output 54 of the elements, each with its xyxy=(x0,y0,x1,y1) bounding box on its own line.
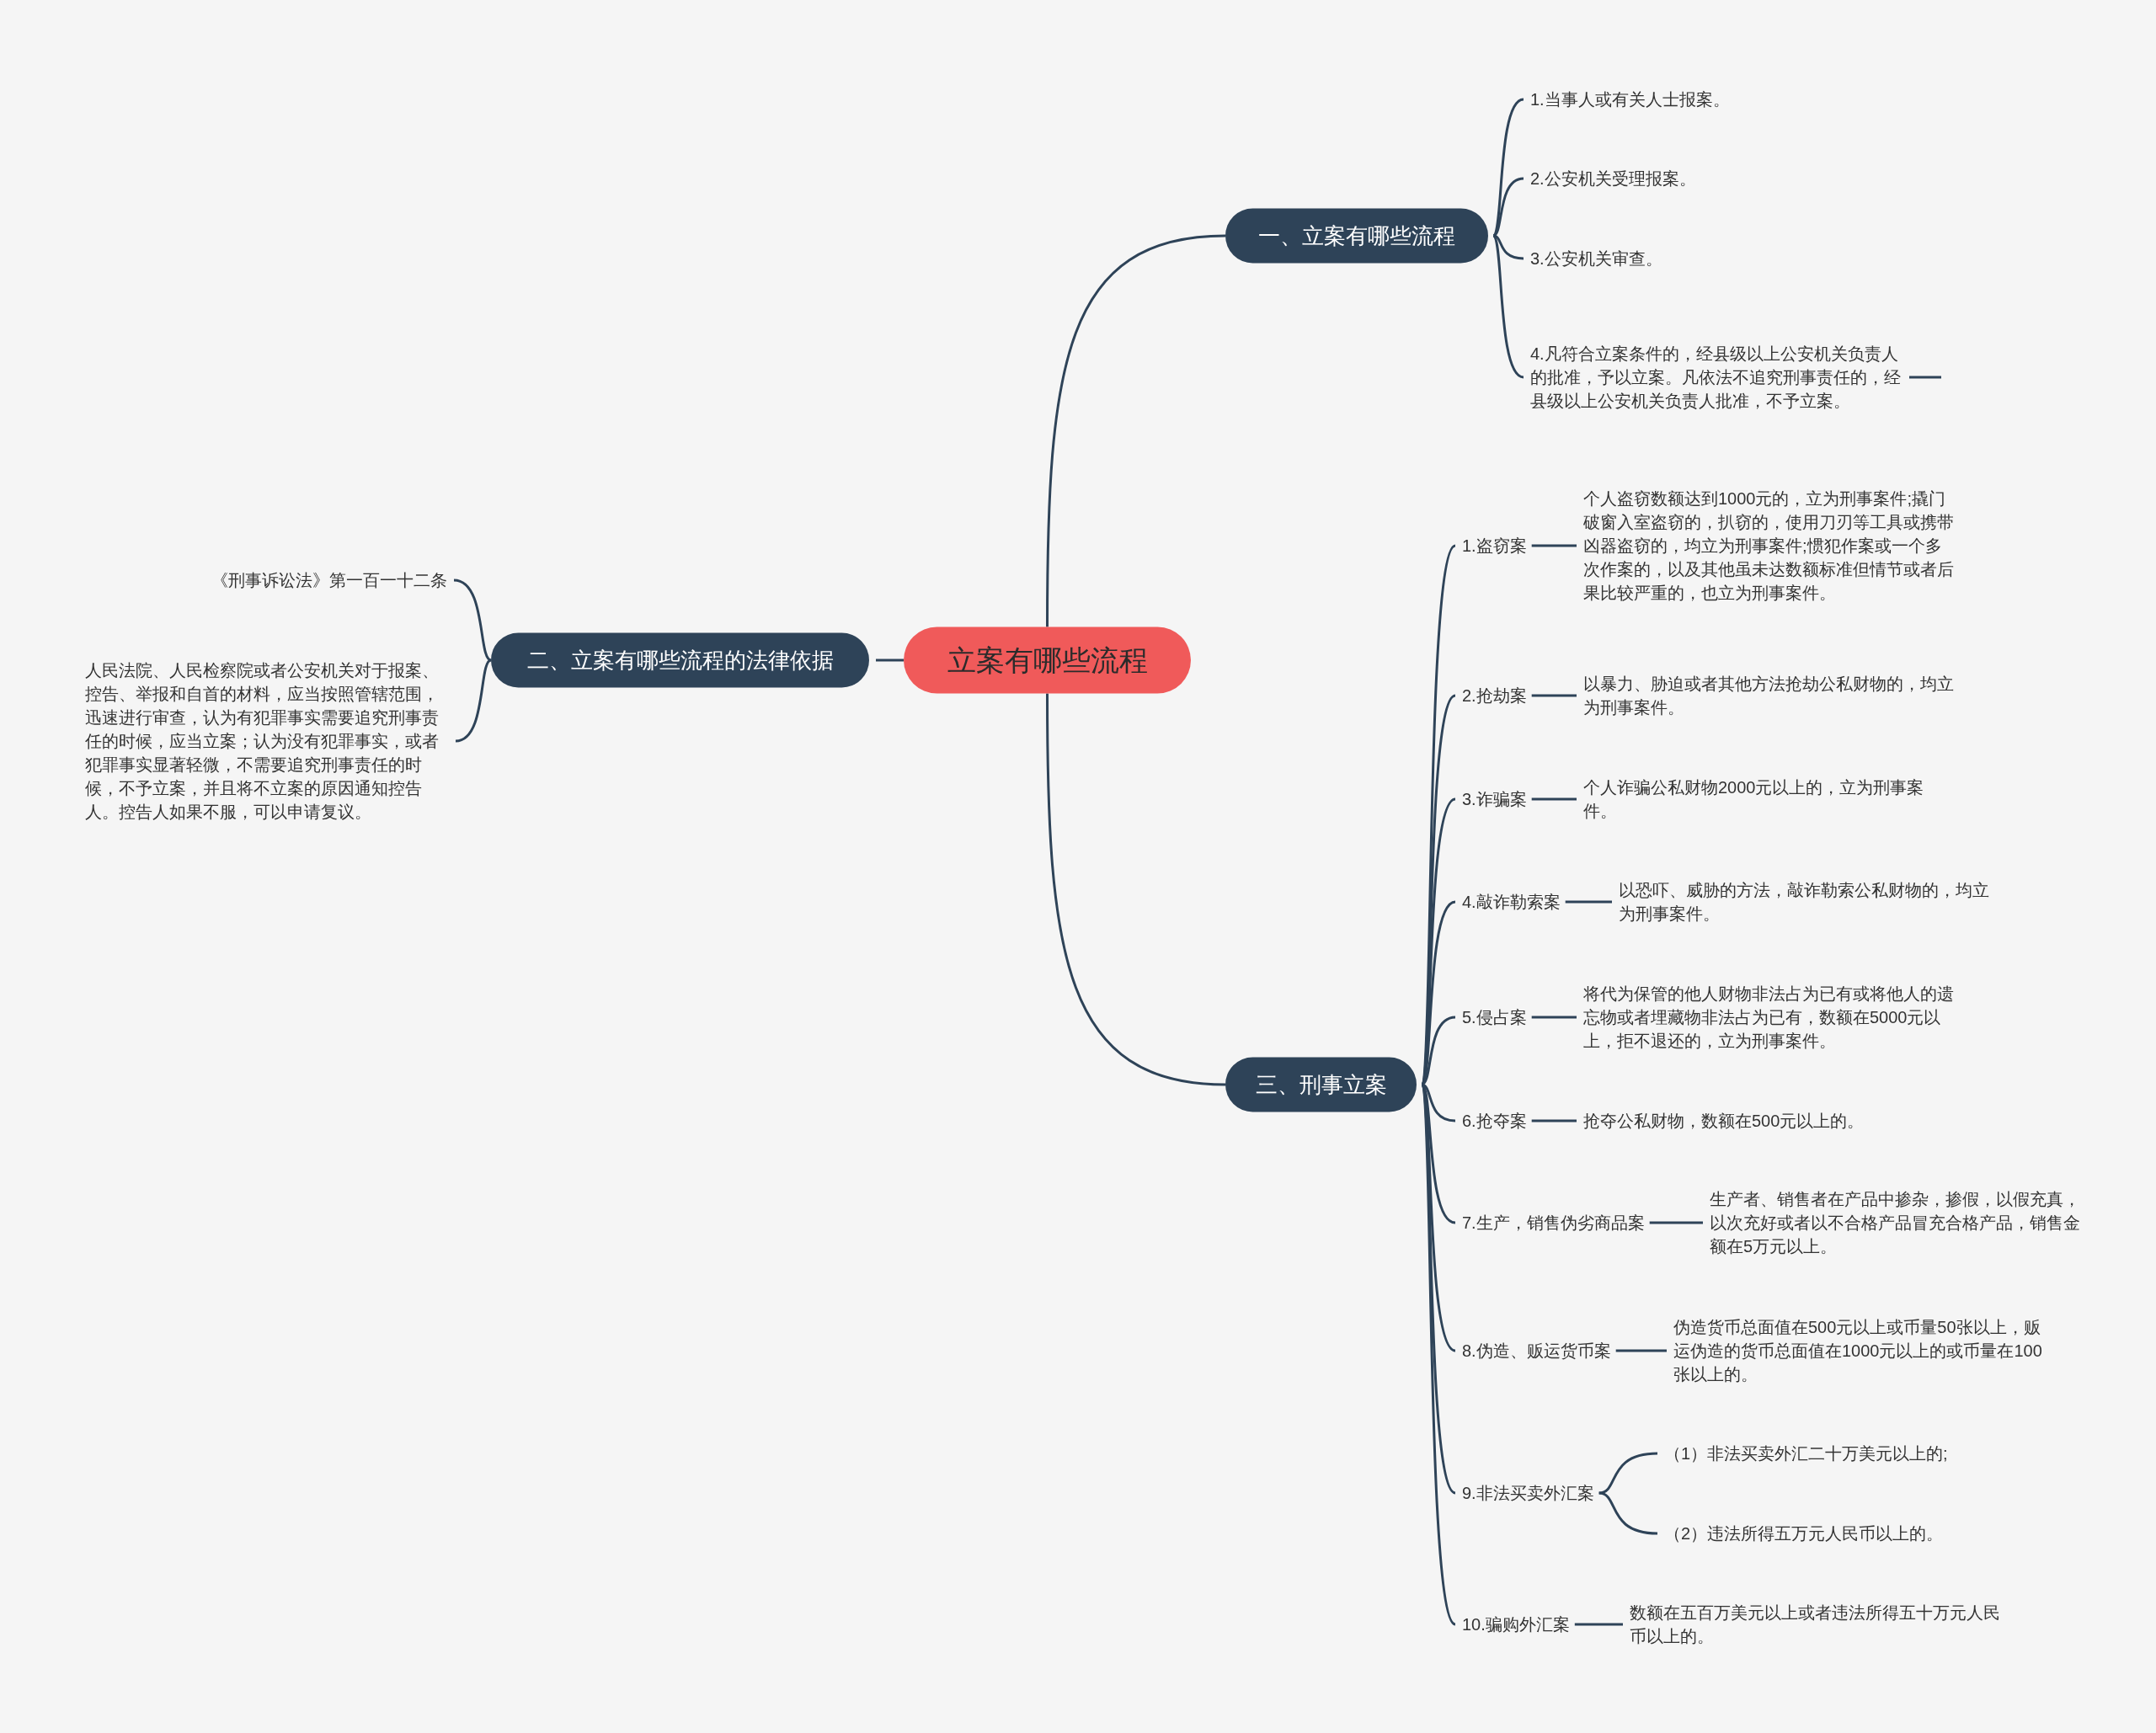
subtopic-text: 伪造货币总面值在500元以上或币量50张以上，贩运伪造的货币总面值在1000元以上的或币量在100张以上的。 xyxy=(1673,1315,2044,1386)
subtopic-text: 4.凡符合立案条件的，经县级以上公安机关负责人的批准，予以立案。凡依法不追究刑事责任的，经县级以上公安机关负责人批准，不予立案。 xyxy=(1530,342,1901,413)
subtopic-text: （1）非法买卖外汇二十万美元以上的; xyxy=(1664,1442,2085,1465)
connector-line xyxy=(1420,900,1456,1085)
connector-line xyxy=(453,579,492,662)
subtopic-text: 7.生产，销售伪劣商品案 xyxy=(1462,1211,1645,1234)
connector-line xyxy=(1492,235,1524,379)
subtopic-text: 4.敲诈勒索案 xyxy=(1462,890,1561,914)
connector-line xyxy=(1531,1016,1577,1019)
subtopic-text: 个人盗窃数额达到1000元的，立为刑事案件;撬门破窗入室盗窃的，扒窃的，使用刀刃等工具或携带凶器盗窃的，均立为刑事案件;惯犯作案或一个多次作案的，以及其他虽未达数额标准但情节或者后果比较严重的，也立为刑事案件。 xyxy=(1583,487,1954,605)
subtopic-text: 9.非法买卖外汇案 xyxy=(1462,1481,1594,1505)
connector-line xyxy=(1598,1452,1658,1495)
connector-line xyxy=(1598,1491,1658,1535)
connector-line xyxy=(1420,1084,1457,1625)
topic-pill: 二、立案有哪些流程的法律依据 xyxy=(491,632,869,688)
subtopic-text: 10.骗购外汇案 xyxy=(1462,1613,1570,1636)
topic-pill: 一、立案有哪些流程 xyxy=(1225,208,1488,264)
connector-line xyxy=(1492,234,1524,260)
subtopic-text: 抢夺公私财物，数额在500元以上的。 xyxy=(1583,1109,2004,1133)
connector-line xyxy=(1492,98,1524,237)
subtopic-text: 人民法院、人民检察院或者公安机关对于报案、控告、举报和自首的材料，应当按照管辖范围，迅速进行审查，认为有犯罪事实需要追究刑事责任的时候，应当立案；认为没有犯罪事实，或者犯罪事实显著轻微，不需要追究刑事责任的时候，不予立案，并且将不立案的原因通知控告人。控告人如果不服，可以申请复议。 xyxy=(85,659,449,824)
subtopic-text: 2.公安机关受理报案。 xyxy=(1530,167,1696,190)
subtopic-text: 个人诈骗公私财物2000元以上的，立为刑事案件。 xyxy=(1583,776,1954,823)
connector-line xyxy=(455,659,492,743)
subtopic-text: 5.侵占案 xyxy=(1462,1005,1527,1029)
connector-line xyxy=(1649,1221,1703,1224)
connector-line xyxy=(1909,376,1941,379)
central-topic: 立案有哪些流程 xyxy=(904,627,1191,694)
connector-line xyxy=(1565,900,1612,904)
subtopic-text: 《刑事诉讼法》第一百一十二条 xyxy=(152,568,447,592)
subtopic-text: 以暴力、胁迫或者其他方法抢劫公私财物的，均立为刑事案件。 xyxy=(1583,672,1954,719)
subtopic-text: 3.诈骗案 xyxy=(1462,787,1527,811)
subtopic-text: 生产者、销售者在产品中掺杂，掺假，以假充真，以次充好或者以不合格产品冒充合格产品，销售金额在5万元以上。 xyxy=(1710,1187,2080,1258)
connector-line xyxy=(1531,544,1577,547)
connector-line xyxy=(1531,797,1577,801)
subtopic-text: 8.伪造、贩运货币案 xyxy=(1462,1339,1611,1362)
connector-line xyxy=(1046,234,1226,627)
topic-pill: 三、刑事立案 xyxy=(1225,1057,1417,1112)
connector-line xyxy=(1615,1349,1667,1352)
subtopic-text: 3.公安机关审查。 xyxy=(1530,247,1662,270)
subtopic-text: 数额在五百万美元以上或者违法所得五十万元人民币以上的。 xyxy=(1630,1601,2000,1648)
subtopic-text: 2.抢劫案 xyxy=(1462,684,1527,707)
subtopic-text: 1.盗窃案 xyxy=(1462,534,1527,557)
connector-line xyxy=(1420,1084,1457,1494)
subtopic-text: （2）违法所得五万元人民币以上的。 xyxy=(1664,1522,2085,1545)
connector-line xyxy=(1574,1623,1623,1626)
connector-line xyxy=(1531,1119,1577,1122)
connector-line xyxy=(876,659,904,662)
connector-line xyxy=(1046,693,1226,1086)
connector-line xyxy=(1531,694,1577,697)
subtopic-text: 6.抢夺案 xyxy=(1462,1109,1527,1133)
subtopic-text: 1.当事人或有关人士报案。 xyxy=(1530,88,1730,111)
subtopic-text: 以恐吓、威胁的方法，敲诈勒索公私财物的，均立为刑事案件。 xyxy=(1619,878,1989,925)
subtopic-text: 将代为保管的他人财物非法占为已有或将他人的遗忘物或者埋藏物非法占为已有，数额在5000元以上，拒不退还的，立为刑事案件。 xyxy=(1583,982,1954,1053)
